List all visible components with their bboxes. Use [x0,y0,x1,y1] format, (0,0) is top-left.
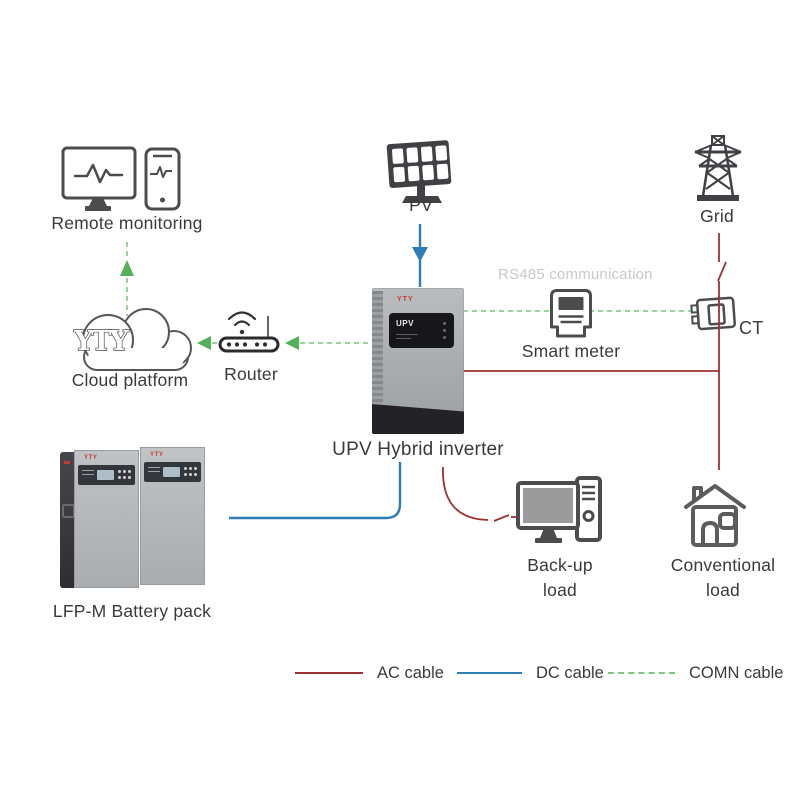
battery-pack: YTY YTY [60,444,206,592]
conventional-load-label-2: load [706,580,740,600]
backup-load-label-2: load [543,580,577,600]
backup-load-label-1: Back-up [527,555,593,575]
legend-comn-swatch [608,672,675,674]
arrow-down-icon [412,247,428,262]
house-icon [684,484,746,547]
legend-dc-swatch [457,672,522,674]
conventional-load-label-1: Conventional [670,555,776,575]
ct-label: CT [739,318,764,338]
legend-comn-label: COMN cable [689,664,784,682]
router-label: Router [224,364,278,384]
battery-display [97,470,114,480]
inverter-display: UPV [389,313,454,348]
cloud-brand-logo: YTY [73,326,129,357]
battery-brand-logo: YTY [150,452,164,458]
display-line [396,334,418,335]
inverter-brand-logo: YTY [397,296,414,303]
arrow-up-icon [120,260,134,276]
battery-control-panel [144,462,201,482]
smart-meter-icon [550,289,592,338]
battery-buttons [184,467,187,470]
phone-icon [144,147,181,211]
inverter-buttons [443,322,446,325]
arrow-left-icon [197,336,211,350]
pv-panel-icon [386,140,452,203]
battery-display [163,467,180,477]
battery-module: YTY [140,447,205,585]
wifi-icon [227,311,257,335]
pv-label: PV [409,195,433,215]
battery-label: LFP-M Battery pack [52,601,212,621]
rs485-annotation: RS485 communication [498,266,653,283]
inverter-vents [372,291,383,428]
grid-tower-icon [694,135,742,201]
inverter-device: YTY UPV [372,288,464,434]
cloud-icon: YTY [72,308,192,371]
legend-ac-swatch [295,672,363,674]
ct-clamp-icon [690,296,736,331]
dc-cables [229,224,428,520]
ac-cables [442,370,719,522]
battery-module: YTY [74,450,139,588]
legend-dc-label: DC cable [536,664,604,682]
inverter-label: UPV Hybrid inverter [332,439,504,460]
backup-load-icon [516,476,602,543]
remote-monitoring-label: Remote monitoring [51,213,203,233]
battery-control-panel [78,465,135,485]
panel-text-lines [82,470,94,471]
comn-cables [120,242,692,350]
inverter-display-text: UPV [396,319,414,328]
battery-buttons [118,470,121,473]
battery-brand-logo: YTY [84,455,98,461]
smart-meter-label: Smart meter [521,341,621,361]
remote-monitoring-icon [61,146,181,211]
router-icon [218,311,280,353]
display-line [396,338,411,339]
grid-label: Grid [700,206,734,226]
legend-ac-label: AC cable [377,664,444,682]
panel-text-lines [148,467,160,468]
arrow-left-icon [285,336,299,350]
cloud-platform-label: Cloud platform [71,370,189,390]
